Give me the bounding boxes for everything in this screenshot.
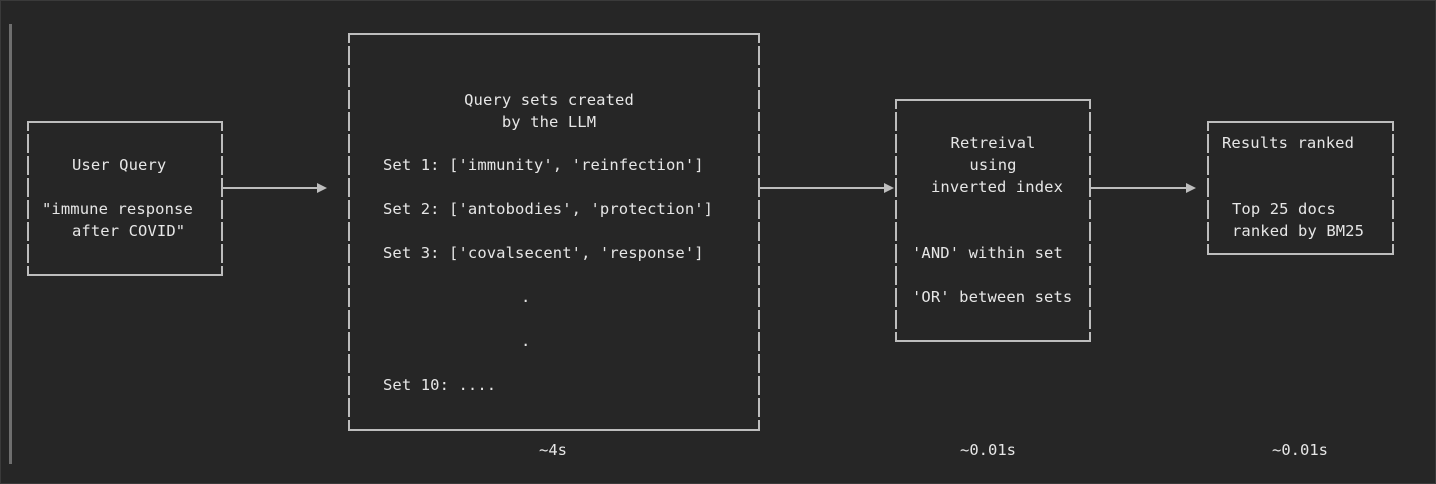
query-sets-time: ~4s	[539, 441, 567, 459]
ellipsis-dot-2: .	[521, 332, 531, 350]
query-sets-title-line-2: by the LLM	[501, 113, 597, 131]
query-set-3: Set 3: ['covalsecent', 'response']	[383, 244, 704, 262]
ellipsis-dot-1: .	[521, 288, 531, 306]
retrieval-title-line-3: inverted index	[930, 178, 1064, 196]
query-set-1: Set 1: ['immunity', 'reinfection']	[383, 156, 704, 174]
retrieval-and-rule: 'AND' within set	[912, 244, 1063, 262]
retrieval-title-line-2: using	[969, 156, 1017, 174]
user-query-text-line-1: "immune response	[42, 200, 193, 218]
results-title: Results ranked	[1222, 134, 1355, 152]
results-line-1: Top 25 docs	[1232, 200, 1336, 218]
arrow-head	[1186, 183, 1196, 193]
retrieval-title-line-1: Retreival	[950, 134, 1036, 152]
arrow-sets-to-retrieval	[760, 183, 894, 193]
results-time: ~0.01s	[1272, 441, 1328, 459]
arrow-head	[317, 183, 327, 193]
user-query-text-line-2: after COVID"	[72, 222, 186, 240]
query-sets-title-line-1: Query sets created	[464, 91, 634, 109]
results-box	[1207, 121, 1394, 255]
query-sets-box	[348, 33, 760, 431]
arrow-retrieval-to-results	[1091, 183, 1196, 193]
retrieval-time: ~0.01s	[960, 441, 1016, 459]
retrieval-box	[895, 99, 1091, 342]
user-query-title: User Query	[72, 156, 167, 174]
query-set-10: Set 10: ....	[383, 376, 497, 394]
query-set-2: Set 2: ['antobodies', 'protection']	[383, 200, 714, 218]
arrow-query-to-sets	[223, 183, 327, 193]
results-line-2: ranked by BM25	[1232, 222, 1365, 240]
retrieval-or-rule: 'OR' between sets	[912, 288, 1073, 306]
editor-gutter-line	[9, 24, 12, 464]
arrow-head	[884, 183, 894, 193]
user-query-box	[27, 121, 223, 276]
